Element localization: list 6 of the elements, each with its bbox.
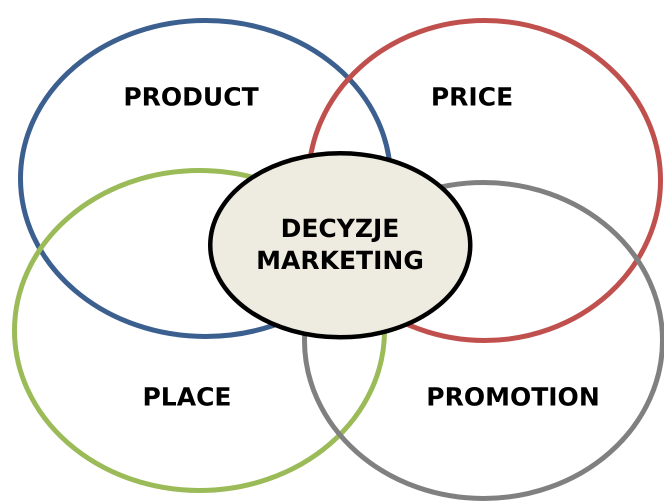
- ellipse-label: PRODUCT: [123, 82, 259, 112]
- central-ellipse: [208, 150, 472, 340]
- ellipse-label: PROMOTION: [426, 382, 600, 412]
- ellipse-label: PRICE: [430, 82, 514, 112]
- ellipse-label: DECYZJE MARKETING: [255, 213, 425, 277]
- ellipse-label: PLACE: [142, 382, 232, 412]
